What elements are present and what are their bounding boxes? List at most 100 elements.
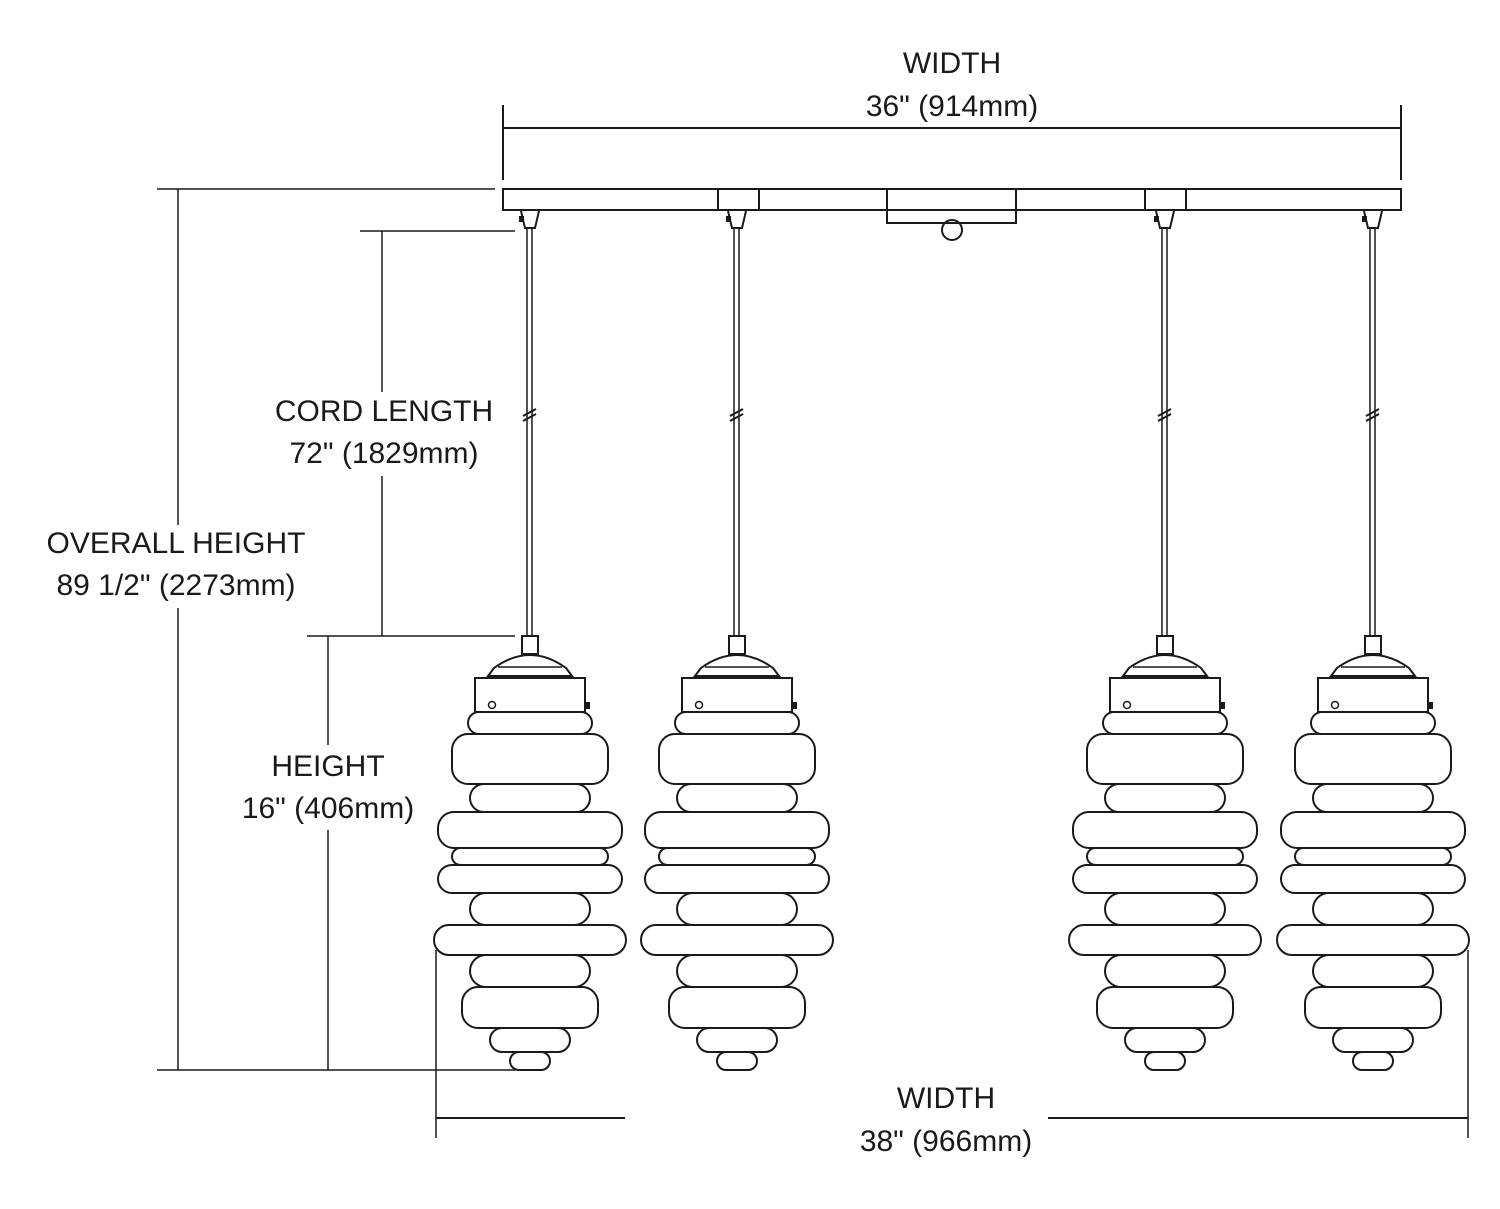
shade-ring: [1144, 1051, 1186, 1071]
shade-ring: [451, 733, 609, 785]
cord-break-mark: [1157, 408, 1172, 417]
set-screw: [726, 216, 731, 222]
fitter-screw: [487, 700, 497, 710]
socket-stem: [521, 635, 539, 655]
fitter-collar: [1317, 677, 1429, 713]
shade-ring: [461, 986, 599, 1029]
shade-ring: [1104, 954, 1226, 988]
overall-width-value: 38" (966mm): [860, 1125, 1032, 1158]
cord-length-value: 72" (1829mm): [289, 437, 478, 470]
shade-ring: [676, 892, 798, 926]
cord-break-mark: [1365, 408, 1380, 417]
shade-ring: [658, 847, 816, 866]
shade-ring: [640, 924, 834, 956]
cord-break-mark: [729, 408, 744, 417]
canopy-bar: [502, 188, 1402, 211]
shade-ring: [674, 711, 800, 735]
canopy-width-label: WIDTH: [903, 47, 1001, 80]
pendant-height-label: HEIGHT: [271, 750, 384, 783]
shade-ring: [1102, 711, 1228, 735]
shade-ring: [1312, 783, 1434, 813]
shade-ring: [676, 954, 798, 988]
cord-length-label: CORD LENGTH: [275, 395, 493, 428]
shade-cap: [1121, 654, 1209, 677]
shade-ring: [1124, 1027, 1206, 1053]
shade-ring: [644, 811, 830, 849]
set-screw: [1362, 216, 1367, 222]
fitter-screw: [1122, 700, 1132, 710]
pendant: [1276, 210, 1470, 1071]
mounting-nut: [941, 219, 963, 241]
fitter-screw: [1330, 700, 1340, 710]
shade-ring: [1104, 892, 1226, 926]
cord-break-mark: [522, 408, 537, 417]
fitter-screw: [694, 700, 704, 710]
shade-ring: [1068, 924, 1262, 956]
shade-ring: [696, 1027, 778, 1053]
shade-ring: [1304, 986, 1442, 1029]
shade-ring: [1280, 811, 1466, 849]
shade-ring: [1096, 986, 1234, 1029]
shade-ring: [676, 783, 798, 813]
pendant-height-dimension: HEIGHT 16" (406mm): [242, 636, 414, 1070]
glass-shade: [1068, 711, 1262, 1071]
shade-cap: [486, 654, 574, 677]
shade-ring: [1086, 847, 1244, 866]
shade-cap: [693, 654, 781, 677]
shade-ring: [1104, 783, 1226, 813]
glass-shade: [433, 711, 627, 1071]
overall-height-value: 89 1/2" (2273mm): [56, 569, 295, 602]
shade-ring: [1312, 892, 1434, 926]
pendant-height-value: 16" (406mm): [242, 792, 414, 825]
shade-ring: [1352, 1051, 1394, 1071]
shade-ring: [658, 733, 816, 785]
shade-ring: [509, 1051, 551, 1071]
shade-ring: [644, 864, 830, 894]
shade-cap: [1329, 654, 1417, 677]
shade-ring: [1072, 811, 1258, 849]
fitter-collar: [681, 677, 793, 713]
shade-ring: [467, 711, 593, 735]
shade-ring: [1276, 924, 1470, 956]
pendant: [640, 210, 834, 1071]
shade-ring: [437, 864, 623, 894]
pendant: [1068, 210, 1262, 1071]
shade-ring: [1072, 864, 1258, 894]
canopy: [502, 188, 1402, 241]
overall-width-dimension: WIDTH 38" (966mm): [435, 950, 1469, 1158]
shade-ring: [1280, 864, 1466, 894]
shade-ring: [1294, 733, 1452, 785]
shade-ring: [489, 1027, 571, 1053]
shade-ring: [668, 986, 806, 1029]
socket-stem: [728, 635, 746, 655]
fitter-collar: [474, 677, 586, 713]
shade-ring: [1312, 954, 1434, 988]
overall-height-dimension: OVERALL HEIGHT 89 1/2" (2273mm): [47, 188, 515, 1071]
socket-stem: [1156, 635, 1174, 655]
fitter-collar: [1109, 677, 1221, 713]
shade-ring: [1294, 847, 1452, 866]
socket-stem: [1364, 635, 1382, 655]
shade-ring: [433, 924, 627, 956]
glass-shade: [640, 711, 834, 1071]
shade-ring: [1086, 733, 1244, 785]
shade-ring: [469, 954, 591, 988]
set-screw: [1154, 216, 1159, 222]
shade-ring: [716, 1051, 758, 1071]
canopy-center-box: [886, 188, 1017, 224]
glass-shade: [1276, 711, 1470, 1071]
shade-ring: [1310, 711, 1436, 735]
shade-ring: [437, 811, 623, 849]
overall-height-label: OVERALL HEIGHT: [47, 527, 306, 560]
pendant: [433, 210, 627, 1071]
shade-ring: [469, 892, 591, 926]
shade-ring: [451, 847, 609, 866]
canopy-width-dimension: WIDTH 36" (914mm): [502, 47, 1402, 180]
pendants: [433, 210, 1470, 1071]
shade-ring: [1332, 1027, 1414, 1053]
shade-ring: [469, 783, 591, 813]
cord-length-dimension: CORD LENGTH 72" (1829mm): [275, 230, 515, 637]
canopy-width-value: 36" (914mm): [866, 90, 1038, 123]
overall-width-label: WIDTH: [897, 1082, 995, 1115]
